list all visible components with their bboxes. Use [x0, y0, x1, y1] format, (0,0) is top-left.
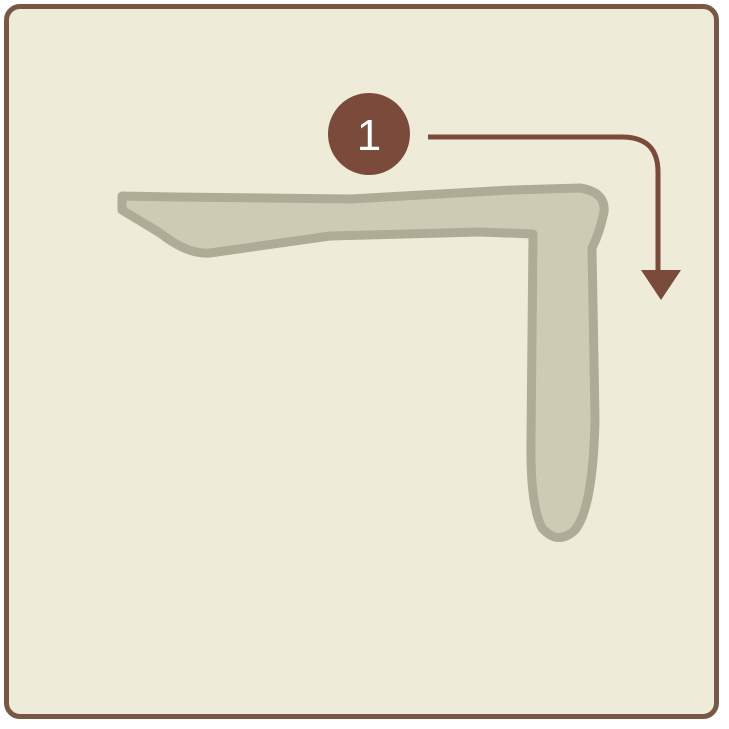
arrowhead-icon — [641, 270, 681, 300]
step-marker — [328, 93, 410, 175]
direction-arrow-line — [428, 134, 661, 275]
character-stroke — [117, 183, 609, 542]
step-number: 1 — [357, 111, 381, 160]
